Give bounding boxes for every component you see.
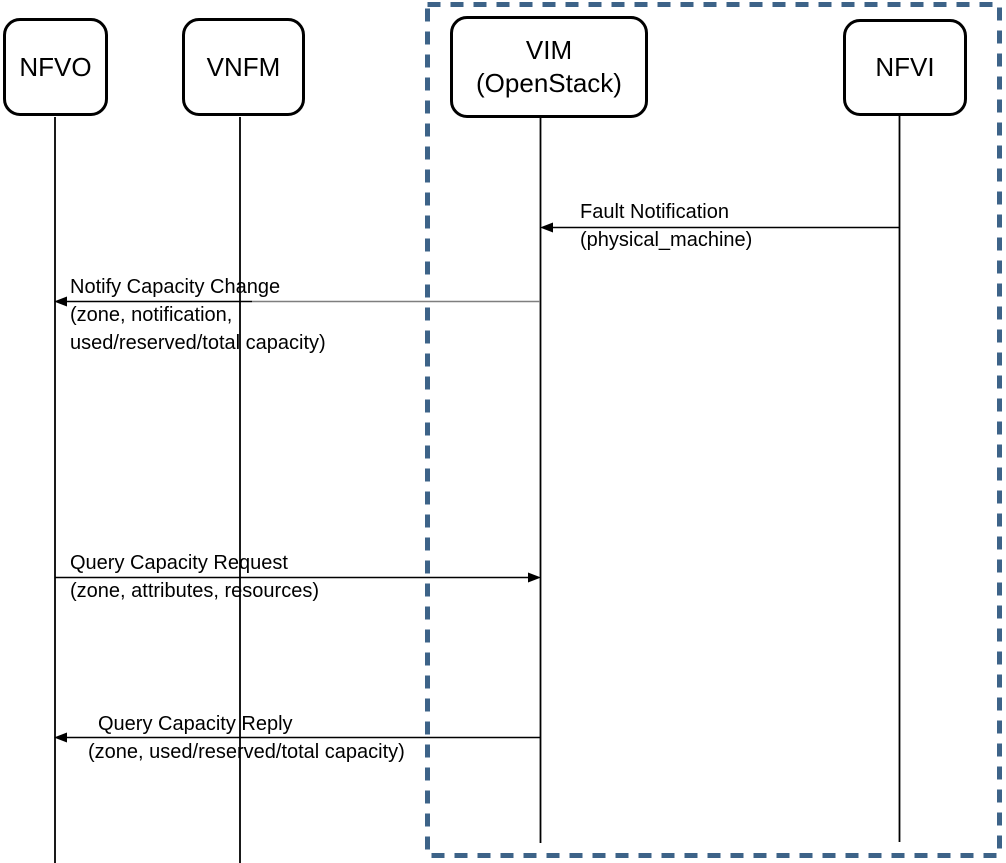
actor-box-nfvo: NFVO bbox=[3, 18, 108, 116]
actor-box-vim: VIM (OpenStack) bbox=[450, 16, 648, 118]
query-capacity-request-arrowhead bbox=[528, 572, 541, 583]
message-params: (zone, notification, bbox=[70, 304, 233, 326]
query-capacity-reply-arrowhead bbox=[54, 732, 67, 743]
actor-label-nfvi: NFVI bbox=[875, 52, 935, 82]
message-label-query-capacity-request: Query Capacity Request (zone, attributes… bbox=[70, 549, 319, 605]
actor-sublabel-vim: (OpenStack) bbox=[476, 68, 622, 98]
actor-label-vim: VIM bbox=[525, 35, 573, 65]
message-params: (physical_machine) bbox=[580, 229, 753, 251]
actor-box-nfvi: NFVI bbox=[843, 19, 967, 116]
message-title: Fault Notification bbox=[580, 201, 729, 223]
message-params: (zone, used/reserved/total capacity) bbox=[88, 741, 405, 763]
actor-label-vnfm: VNFM bbox=[206, 51, 281, 82]
message-title: Query Capacity Reply bbox=[98, 713, 293, 735]
notify-capacity-change-arrowhead bbox=[54, 296, 67, 307]
message-title: Query Capacity Request bbox=[70, 552, 288, 574]
actor-box-vnfm: VNFM bbox=[182, 18, 305, 116]
vim-nfvi-boundary-box bbox=[425, 2, 1002, 858]
actor-label-nfvo: NFVO bbox=[19, 51, 92, 82]
message-params: (zone, attributes, resources) bbox=[70, 580, 319, 602]
message-params: used/reserved/total capacity) bbox=[70, 332, 326, 354]
message-title: Notify Capacity Change bbox=[70, 276, 281, 298]
message-label-fault-notification: Fault Notification (physical_machine) bbox=[580, 198, 752, 254]
message-label-notify-capacity-change: Notify Capacity Change (zone, notificati… bbox=[70, 273, 326, 357]
fault-notification-arrowhead bbox=[540, 222, 553, 233]
message-label-query-capacity-reply: Query Capacity Reply (zone, used/reserve… bbox=[88, 710, 405, 766]
